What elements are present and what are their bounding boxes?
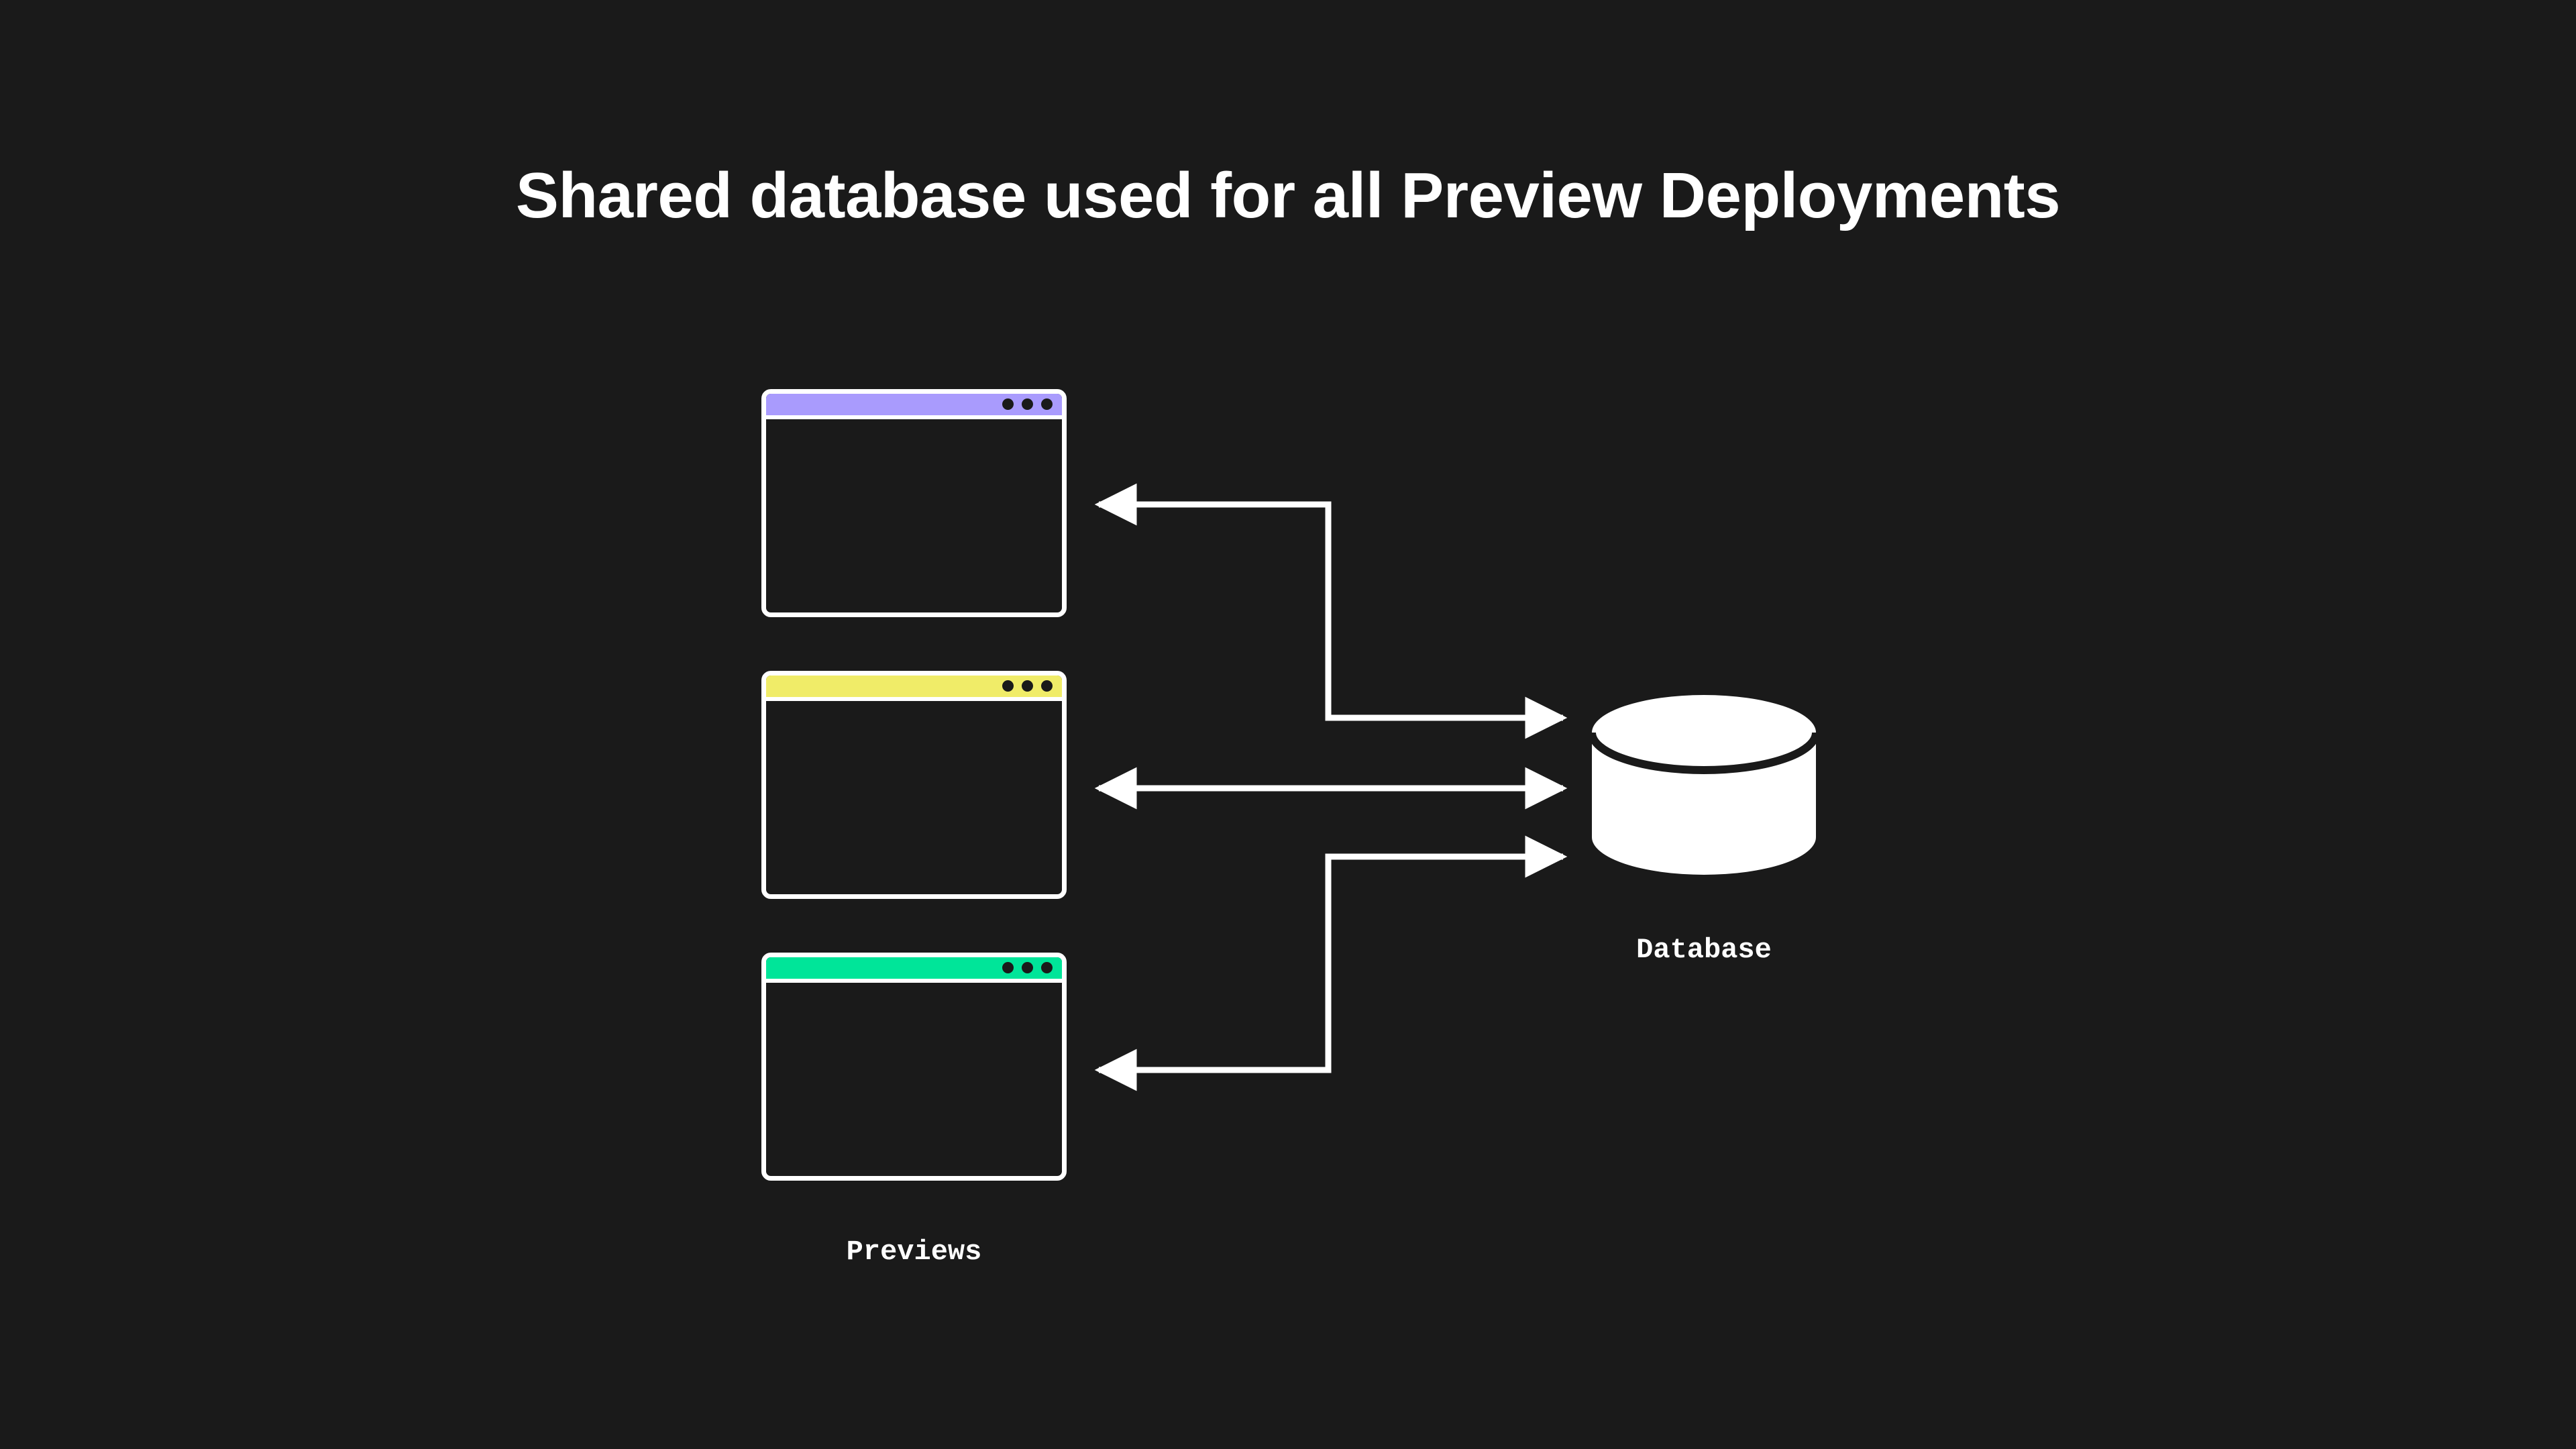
window-dot-icon[interactable]: [1041, 680, 1053, 692]
window-dot-icon[interactable]: [1022, 398, 1033, 410]
window-controls-green: [1002, 962, 1053, 973]
window-dot-icon[interactable]: [1022, 962, 1033, 973]
window-content-green: [766, 983, 1062, 1172]
connector-purple-to-database: [1094, 483, 1568, 739]
window-titlebar-purple: [766, 394, 1062, 419]
page-title: Shared database used for all Preview Dep…: [515, 160, 2061, 231]
database-label: Database: [1636, 934, 1772, 966]
preview-window-yellow[interactable]: [761, 671, 1067, 899]
window-controls-purple: [1002, 398, 1053, 410]
connector-green-to-database: [1094, 835, 1568, 1091]
window-dot-icon[interactable]: [1002, 962, 1014, 973]
window-dot-icon[interactable]: [1022, 680, 1033, 692]
preview-window-green[interactable]: [761, 953, 1067, 1181]
window-content-yellow: [766, 701, 1062, 890]
previews-label: Previews: [846, 1236, 982, 1268]
database-cylinder-icon: [1588, 695, 1820, 875]
window-content-purple: [766, 419, 1062, 608]
window-controls-yellow: [1002, 680, 1053, 692]
window-dot-icon[interactable]: [1002, 680, 1014, 692]
window-dot-icon[interactable]: [1041, 398, 1053, 410]
preview-window-purple[interactable]: [761, 389, 1067, 617]
window-titlebar-yellow: [766, 676, 1062, 701]
window-titlebar-green: [766, 957, 1062, 983]
window-dot-icon[interactable]: [1041, 962, 1053, 973]
window-dot-icon[interactable]: [1002, 398, 1014, 410]
